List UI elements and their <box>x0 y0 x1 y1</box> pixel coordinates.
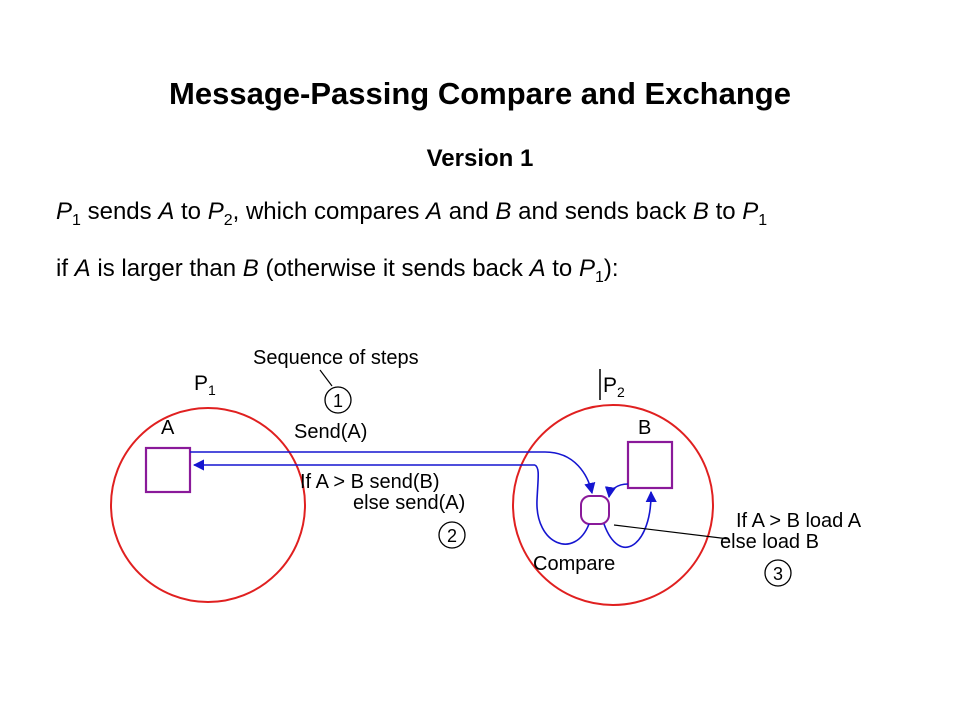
desc-var: A <box>426 198 443 225</box>
desc-text: and sends back <box>511 198 693 225</box>
step2-label-line2: else send(A) <box>353 492 465 514</box>
process-p2-circle <box>512 404 714 606</box>
desc-text: and <box>442 198 496 225</box>
desc-p1-letter: P <box>578 255 595 282</box>
step2-number: 2 <box>447 526 457 546</box>
send-a-arrow <box>190 451 596 495</box>
desc-text: (otherwise it sends back <box>258 255 530 282</box>
compare-label: Compare <box>533 553 615 575</box>
step1-circle <box>324 386 352 414</box>
sequence-callout-line <box>319 369 333 387</box>
desc-p1-sub: 1 <box>72 212 81 229</box>
desc-var: B <box>242 255 259 282</box>
step1-number: 1 <box>333 391 343 411</box>
desc-p1-letter: P <box>742 198 759 225</box>
desc-var: A <box>158 198 175 225</box>
desc-p1-sub: 1 <box>758 212 768 229</box>
step3-label-line1: If A > B load A <box>736 510 862 532</box>
step3-label-line2: else load B <box>720 531 819 553</box>
desc-text: to <box>708 198 743 225</box>
desc-text: , which compares <box>232 198 427 225</box>
desc-var: A <box>529 255 546 282</box>
step3-number: 3 <box>773 564 783 584</box>
step3-leader-line <box>613 524 730 540</box>
desc-text: to <box>174 198 208 225</box>
step2-circle <box>438 521 466 549</box>
step3-circle <box>764 559 792 587</box>
compare-unit-box <box>580 495 610 525</box>
send-a-label: Send(A) <box>294 421 367 443</box>
description-line-2: if A is larger than B (otherwise it send… <box>56 255 619 286</box>
desc-p1-sub: 1 <box>594 269 604 286</box>
buffer-a-box <box>144 446 192 494</box>
page-subtitle: Version 1 <box>426 145 534 172</box>
process-p1-circle <box>110 407 306 603</box>
desc-var: A <box>74 255 91 282</box>
desc-text: if <box>56 255 75 282</box>
compare-result-arrow <box>534 464 590 545</box>
a-label: A <box>161 417 175 439</box>
desc-p2-sub: 2 <box>223 212 233 229</box>
p1-subscript: 1 <box>208 382 216 398</box>
desc-var: B <box>495 198 512 225</box>
p1-letter: P <box>194 372 208 395</box>
b-label: B <box>638 417 651 439</box>
b-to-compare-arrow <box>604 483 629 499</box>
buffer-b-box <box>626 440 674 490</box>
p2-label: P2 <box>603 374 625 400</box>
p1-label: P1 <box>194 372 216 398</box>
desc-text: is larger than <box>90 255 243 282</box>
desc-p1-letter: P <box>56 198 73 225</box>
description-line-1: P1 sends A to P2, which compares A and B… <box>56 198 768 229</box>
desc-text: to <box>545 255 579 282</box>
p2-subscript: 2 <box>617 384 625 400</box>
desc-var: B <box>692 198 709 225</box>
step2-label-line1: If A > B send(B) <box>300 471 440 493</box>
desc-text: sends <box>80 198 159 225</box>
desc-p2-letter: P <box>207 198 224 225</box>
page-title: Message-Passing Compare and Exchange <box>169 76 791 111</box>
desc-text: ): <box>603 255 619 282</box>
p2-letter: P <box>603 374 617 397</box>
load-b-arrow <box>603 490 657 548</box>
sequence-of-steps-label: Sequence of steps <box>253 347 419 369</box>
